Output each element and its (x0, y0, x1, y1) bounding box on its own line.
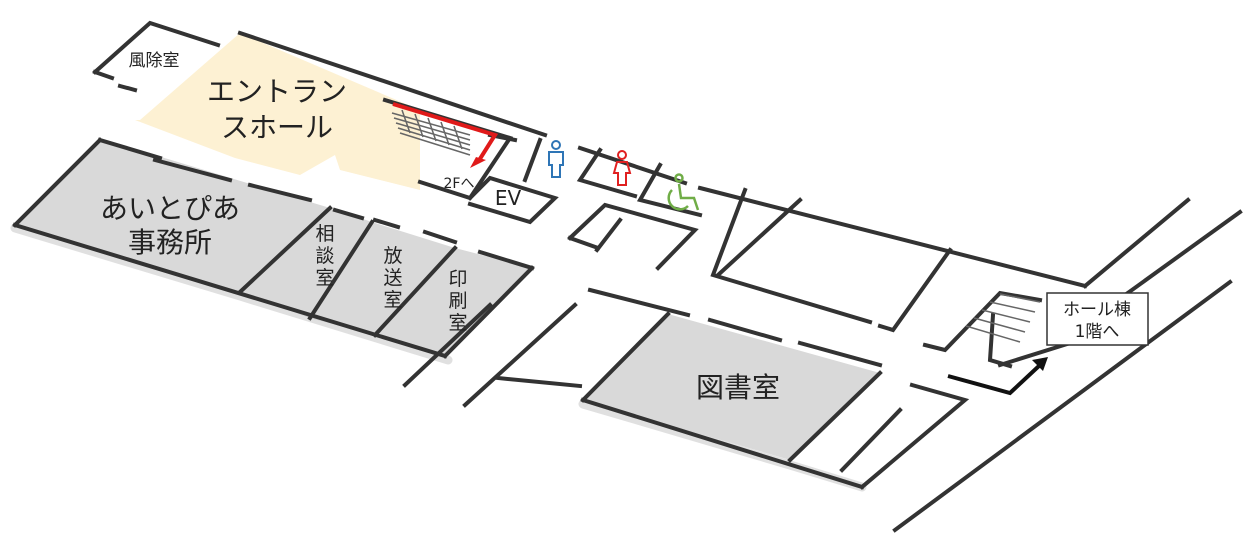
consultation-room-area[interactable] (240, 208, 372, 318)
windbreak-room-label: 風除室 (129, 51, 180, 71)
hall-building-label-line2: 1階へ (1075, 322, 1120, 342)
stairs-hall (965, 293, 1041, 343)
hall-building-sign[interactable] (1046, 292, 1149, 346)
broadcast-room-char3: 室 (383, 289, 402, 311)
entrance-hall-label-line1: エントラン (207, 75, 347, 108)
stairs-arrow (392, 102, 499, 164)
consultation-room-char2: 談 (315, 245, 334, 267)
to-2f-label: 2Fへ (444, 176, 475, 192)
elevator-label: EV (495, 186, 522, 210)
aipia-office-area[interactable] (15, 140, 330, 292)
print-room-char1: 印 (448, 268, 467, 290)
consultation-room-char1: 相 (315, 223, 334, 245)
entrance-hall-label-line2: スホール (221, 111, 333, 144)
consultation-room-char3: 室 (315, 267, 334, 289)
broadcast-room-char2: 送 (383, 267, 402, 289)
entrance-hall-area[interactable] (135, 33, 420, 190)
walls (10, 20, 1243, 533)
broadcast-room-char1: 放 (383, 245, 402, 267)
stairs-2f (391, 109, 471, 156)
print-room-char2: 刷 (448, 290, 467, 312)
aipia-office-label-line2: 事務所 (128, 226, 212, 259)
accessible-toilet-icon (667, 173, 700, 211)
library-area[interactable] (583, 314, 880, 460)
library-label: 図書室 (696, 371, 780, 404)
stairs-arrow-head (470, 157, 486, 168)
hall-arrow-head (1032, 357, 1048, 371)
aipia-office-label-line1: あいとぴあ (100, 192, 240, 225)
print-room-char3: 室 (448, 312, 467, 334)
hall-arrow (947, 363, 1042, 396)
broadcast-room-area[interactable] (310, 222, 455, 335)
print-room-area[interactable] (375, 248, 532, 356)
female-toilet-icon (612, 150, 632, 186)
hall-building-label-line1: ホール棟 (1063, 300, 1131, 320)
male-toilet-icon (548, 140, 564, 178)
